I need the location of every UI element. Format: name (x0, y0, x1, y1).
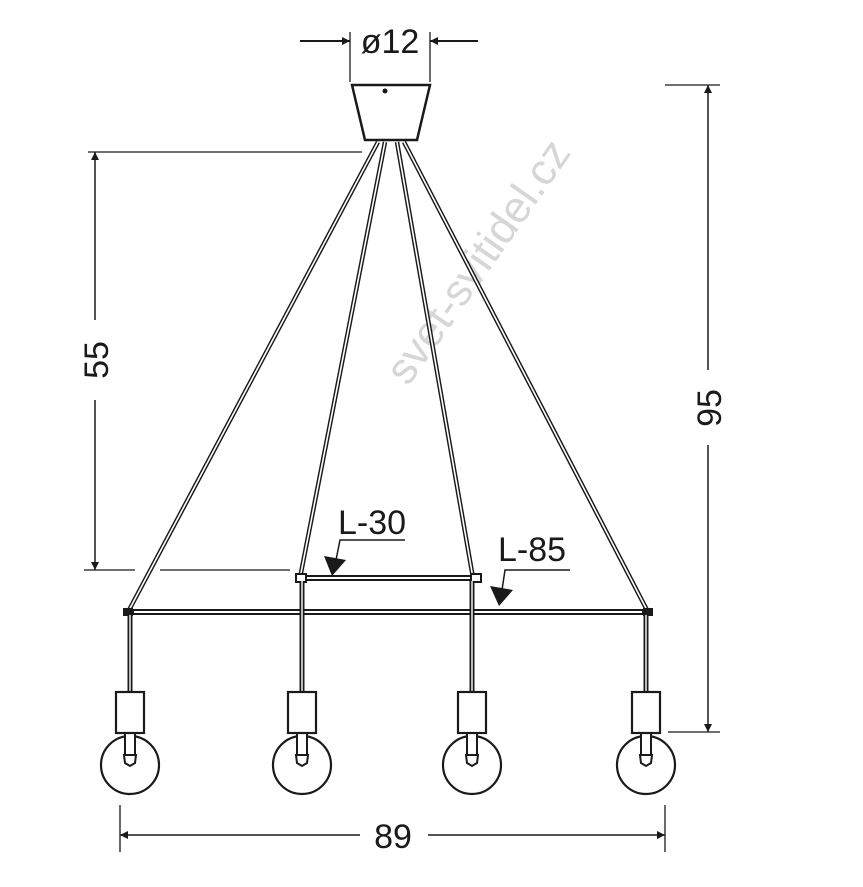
short-bar-label: L-30 (338, 504, 406, 542)
pendant-lamp (99, 615, 161, 796)
pendant-lamp (441, 581, 503, 796)
long-bar (123, 608, 653, 616)
socket (456, 690, 488, 735)
long-bar-label: L-85 (498, 531, 566, 569)
diameter-label: ø12 (361, 23, 420, 61)
total-height-label: 95 (691, 389, 729, 427)
suspension-wires (126, 140, 650, 614)
socket (114, 690, 146, 735)
short-bar (295, 573, 482, 583)
long-bar-callout: L-85 (490, 531, 570, 606)
suspension-height-dimension: 55 (78, 151, 362, 571)
ceiling-canopy (350, 83, 432, 142)
socket (286, 690, 318, 735)
total-height-dimension: 95 (665, 84, 729, 733)
suspension-height-label: 55 (78, 341, 116, 379)
pendant-lamp (271, 581, 333, 796)
watermark: svet-svitidel.cz (376, 130, 580, 392)
socket (630, 690, 662, 735)
total-width-label: 89 (374, 818, 412, 856)
short-bar-callout: L-30 (324, 504, 406, 576)
canopy-diameter-dimension: ø12 (300, 23, 478, 82)
pendant-lamp (615, 615, 677, 796)
total-width-dimension: 89 (119, 805, 666, 856)
